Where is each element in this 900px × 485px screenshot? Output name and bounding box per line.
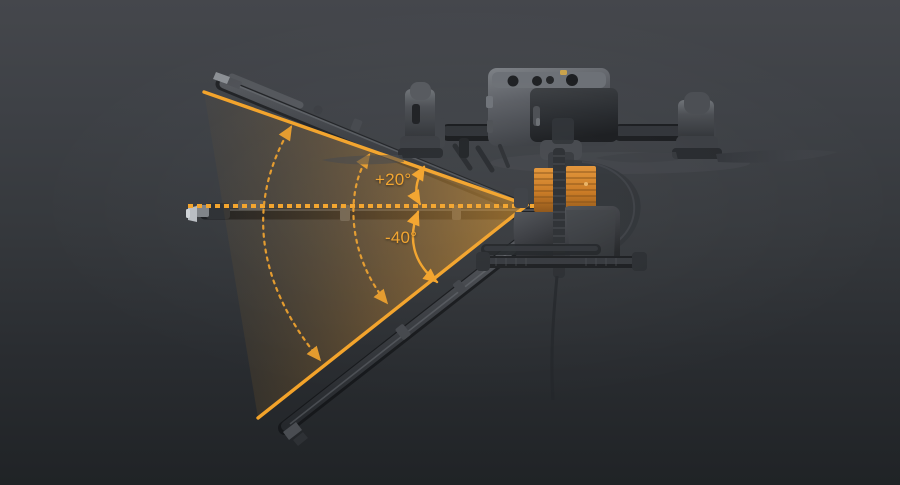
upper-beam-boundary [202,90,529,207]
upper-angle-arc [407,165,426,206]
motor-right [672,92,722,159]
center-mast [550,148,565,401]
body-struts [452,138,510,173]
inner-sweep-arc [352,153,389,305]
propeller-left [322,155,404,165]
outer-sweep-arc [262,125,322,362]
motor-left [398,82,443,158]
propeller-right [716,149,838,163]
lower-beam-boundary [256,203,529,420]
spray-drone [322,68,838,401]
radar-pod [514,188,528,208]
upper-angle-label: +20° [375,170,412,189]
lower-angle-label: -40° [385,228,418,247]
lower-angle-arc [406,210,439,284]
landing-gear [476,244,647,271]
propeller-right-b [596,152,678,163]
payload-tank [513,206,620,264]
